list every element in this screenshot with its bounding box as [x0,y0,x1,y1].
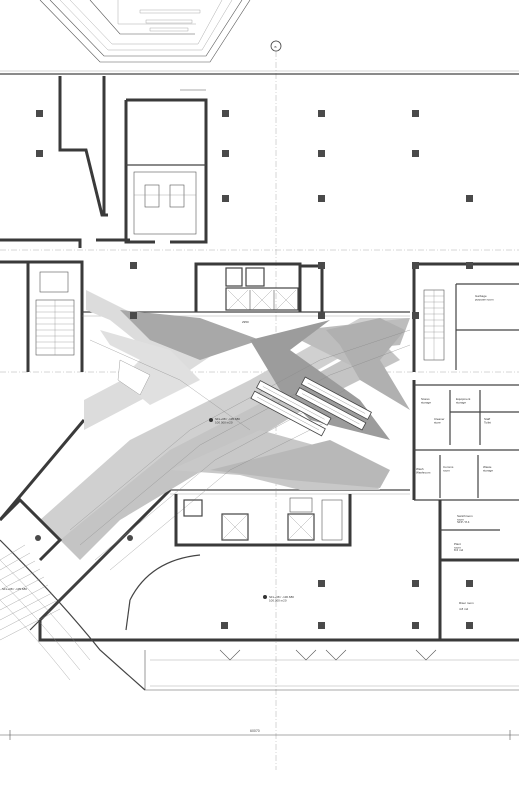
dimension-line: 60070 [0,729,519,740]
toilet-core-top [124,89,208,244]
room-riser-area: 4.8 m2 [459,607,469,611]
overall-dimension: 60070 [250,729,260,733]
ramp-lower-left: SFL+08 / -135.680 [0,497,146,691]
lift-core-top: 2950 [194,262,324,324]
floor-pattern [40,290,411,571]
lower-hall [38,554,519,691]
columns [36,110,473,629]
stair-core-left [26,260,84,372]
escalators [250,376,372,437]
concourse-diagonal [0,419,172,631]
core-width-note: 2950 [242,320,249,324]
room-switch-area: SFP / 8.4 [457,520,470,524]
entrance-canopy [39,0,251,63]
room-riser: Riser room [459,601,474,605]
pattern-light [84,290,220,430]
lift-core-bottom [174,494,352,547]
room-plant-area: 8.6 m2 [454,548,464,552]
outer-walls [0,70,519,264]
level-stair: SFL+08 / -135.680 [2,587,27,591]
grid-marker-label: B [275,45,277,49]
grid-marker: B [270,40,282,52]
